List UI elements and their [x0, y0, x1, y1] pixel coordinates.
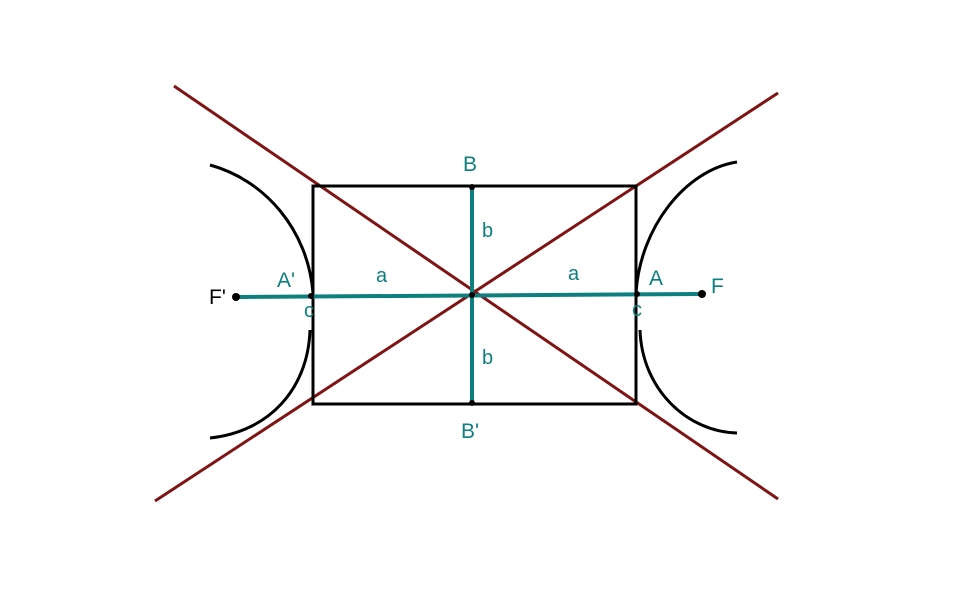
- label-vertex-left: A': [277, 269, 295, 292]
- co-vertex-top-dot: [469, 184, 475, 190]
- co-vertex-bottom-dot: [469, 400, 475, 406]
- focus-right-dot: [698, 290, 706, 298]
- label-c-left: c: [304, 300, 314, 322]
- label-c-right: c: [632, 299, 642, 321]
- label-co-vertex-top: B: [463, 153, 477, 176]
- major-axis-line: [235, 292, 703, 299]
- label-focus-left: F': [209, 286, 226, 309]
- label-vertex-right: A: [649, 267, 663, 290]
- hyperbola-right-branch-upper: [634, 160, 738, 294]
- label-focus-right: F: [711, 275, 724, 298]
- hyperbola-right-branch-lower: [638, 329, 738, 435]
- hyperbola-left-branch-lower: [209, 329, 312, 440]
- focus-left-dot: [232, 293, 240, 301]
- hyperbola-left-branch-upper: [209, 163, 315, 294]
- vertex-right-dot: [634, 291, 640, 297]
- vertex-left-dot: [308, 293, 314, 299]
- label-co-vertex-bottom: B': [461, 420, 479, 443]
- label-a-left: a: [376, 265, 388, 287]
- label-b-top: b: [482, 220, 493, 242]
- label-b-bottom: b: [482, 347, 493, 369]
- center-dot: [469, 292, 475, 298]
- label-a-right: a: [568, 263, 580, 285]
